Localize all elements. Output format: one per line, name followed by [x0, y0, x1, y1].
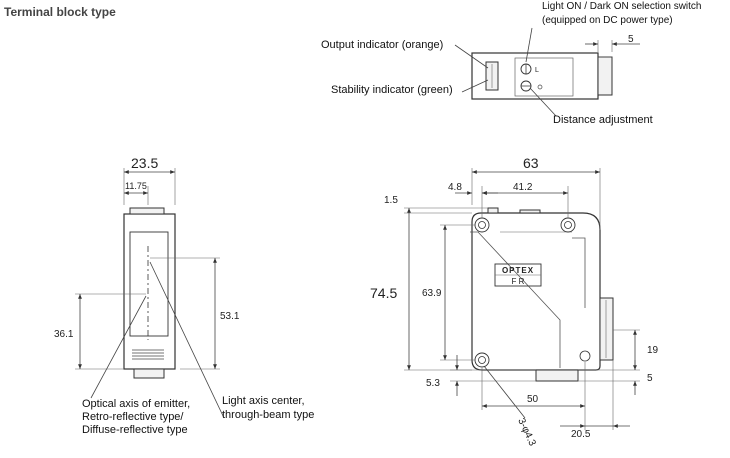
mounting-hole-top-left	[474, 217, 490, 233]
switch-label-line1: Light ON / Dark ON selection switch	[542, 1, 702, 12]
front-dim-50: 50	[527, 394, 539, 405]
lens-window	[129, 231, 169, 337]
front-dim-20-5: 20.5	[571, 429, 591, 440]
top-view: L 5 Output indicator (orange) Stability …	[321, 1, 702, 126]
light-axis-note-line2: through-beam type	[222, 409, 314, 421]
front-dim-74-5: 74.5	[370, 285, 397, 301]
front-dim-41-2: 41.2	[513, 182, 533, 193]
front-dim-holes: 3-φ4.3	[515, 417, 538, 449]
output-indicator-label: Output indicator (orange)	[321, 39, 443, 51]
front-dim-63-9: 63.9	[422, 288, 442, 299]
mounting-hole-bottom-left	[474, 352, 490, 368]
front-view-body	[471, 212, 601, 371]
svg-text:L: L	[535, 67, 539, 74]
top-view-connector	[597, 56, 613, 96]
optical-axis-note-line1: Optical axis of emitter,	[82, 398, 190, 410]
page-title: Terminal block type	[4, 5, 116, 19]
front-dim-4-8: 4.8	[448, 182, 462, 193]
mounting-hole-top-right	[560, 217, 576, 233]
top-dim-5: 5	[628, 34, 634, 45]
light-axis-note-line1: Light axis center,	[222, 395, 305, 407]
front-dim-63: 63	[523, 155, 539, 171]
side-dim-width: 23.5	[131, 155, 158, 171]
optical-axis-note-line3: Diffuse-reflective type	[82, 424, 188, 436]
stability-indicator-label: Stability indicator (green)	[331, 84, 453, 96]
front-dim-5: 5	[647, 373, 653, 384]
side-view-body	[123, 213, 176, 370]
brand-logo-sub: F R	[512, 277, 525, 286]
distance-adjustment-label: Distance adjustment	[553, 114, 653, 126]
side-dim-53-1: 53.1	[220, 311, 240, 322]
switch-label-line2: (equipped on DC power type)	[542, 15, 673, 26]
front-dim-5-3: 5.3	[426, 378, 440, 389]
front-dim-19: 19	[647, 345, 659, 356]
terminal-cover	[599, 297, 614, 361]
brand-logo: OPTEX	[502, 266, 534, 275]
front-view: OPTEX F R 63 4.8 41.2 1.5 74.5 63.9 5	[370, 155, 659, 448]
side-dim-36-1: 36.1	[54, 329, 74, 340]
side-dim-half: 11.75	[125, 181, 147, 191]
front-dim-1-5: 1.5	[384, 195, 398, 206]
side-view: 23.5 11.75 53.1 36.1 Optical axis of emi…	[54, 155, 314, 436]
optical-axis-note-line2: Retro-reflective type/	[82, 411, 184, 423]
